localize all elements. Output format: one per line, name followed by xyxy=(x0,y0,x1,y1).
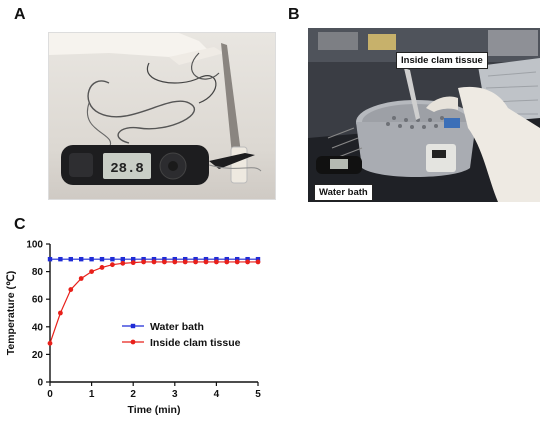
data-point-inside-clam-tissue xyxy=(47,340,53,346)
x-tick-label: 4 xyxy=(214,389,220,400)
data-point-water-bath xyxy=(255,256,261,262)
data-point-inside-clam-tissue xyxy=(224,259,230,265)
photo-thermometer: 28.8 xyxy=(48,32,276,200)
data-point-water-bath xyxy=(172,256,177,262)
x-tick-label: 3 xyxy=(172,389,178,400)
data-point-water-bath xyxy=(183,256,188,262)
y-tick-label: 20 xyxy=(32,350,44,361)
data-point-water-bath xyxy=(110,256,115,262)
y-tick-label: 100 xyxy=(26,240,43,251)
data-point-inside-clam-tissue xyxy=(120,260,126,266)
data-point-water-bath xyxy=(193,256,198,262)
x-tick-label: 1 xyxy=(89,389,95,400)
data-point-water-bath xyxy=(99,256,105,262)
legend-label-water-bath: Water bath xyxy=(150,321,204,333)
series-layer xyxy=(47,256,261,346)
data-point-inside-clam-tissue xyxy=(193,259,199,265)
legend-marker-water-bath xyxy=(130,323,136,329)
panel-label-b: B xyxy=(288,6,300,23)
data-point-water-bath xyxy=(214,256,219,262)
data-point-water-bath xyxy=(162,256,167,262)
data-point-water-bath xyxy=(120,256,125,262)
x-tick-label: 5 xyxy=(255,389,261,400)
y-axis-title: Temperature (℃) xyxy=(5,271,17,356)
data-point-inside-clam-tissue xyxy=(110,262,115,268)
y-tick-label: 80 xyxy=(32,267,44,278)
callout-inside-clam-tissue: Inside clam tissue xyxy=(396,52,488,69)
axes: 0 1 2 3 4 5 0 20 40 60 80 100 xyxy=(26,240,261,401)
photo-water-bath: Inside clam tissue Water bath xyxy=(308,28,540,202)
data-point-water-bath xyxy=(203,256,209,262)
data-point-inside-clam-tissue xyxy=(141,259,147,265)
data-point-water-bath xyxy=(131,256,136,262)
data-point-water-bath xyxy=(245,256,250,262)
legend-label-inside-clam-tissue: Inside clam tissue xyxy=(150,337,241,349)
temperature-chart: 0 1 2 3 4 5 0 20 40 60 80 100 Time (min) Temperatur… xyxy=(5,240,261,417)
data-point-inside-clam-tissue xyxy=(214,259,219,265)
data-point-inside-clam-tissue xyxy=(245,259,251,265)
data-point-inside-clam-tissue xyxy=(172,259,178,265)
y-tick-label: 40 xyxy=(32,322,44,333)
panel-label-c: C xyxy=(14,216,26,233)
x-tick-label: 0 xyxy=(47,389,53,400)
data-point-inside-clam-tissue xyxy=(162,259,167,265)
data-point-inside-clam-tissue xyxy=(89,269,94,274)
data-point-water-bath xyxy=(79,256,84,262)
data-point-water-bath xyxy=(68,256,73,262)
data-point-inside-clam-tissue xyxy=(234,259,240,265)
data-point-inside-clam-tissue xyxy=(68,287,74,292)
data-point-water-bath xyxy=(235,256,240,262)
data-point-inside-clam-tissue xyxy=(255,259,261,265)
legend: Water bath Inside clam tissue xyxy=(122,321,241,349)
callout-water-bath: Water bath xyxy=(314,184,373,201)
data-point-water-bath xyxy=(151,256,157,262)
y-tick-label: 60 xyxy=(32,295,44,306)
x-axis-title: Time (min) xyxy=(128,404,181,416)
y-tick-label: 0 xyxy=(37,378,43,389)
data-point-water-bath xyxy=(141,256,146,262)
thermometer-display: 28.8 xyxy=(110,161,144,177)
data-point-inside-clam-tissue xyxy=(182,259,188,265)
panel-label-a: A xyxy=(14,6,26,23)
data-point-inside-clam-tissue xyxy=(58,310,63,316)
data-point-inside-clam-tissue xyxy=(78,276,84,281)
data-point-inside-clam-tissue xyxy=(151,259,157,265)
data-point-water-bath xyxy=(224,256,229,262)
data-point-water-bath xyxy=(89,256,94,262)
data-point-water-bath xyxy=(47,256,53,262)
x-tick-label: 2 xyxy=(130,389,136,400)
data-point-inside-clam-tissue xyxy=(203,259,209,265)
data-point-inside-clam-tissue xyxy=(130,260,136,266)
data-point-inside-clam-tissue xyxy=(99,265,105,270)
legend-marker-inside-clam-tissue xyxy=(130,339,136,345)
data-point-water-bath xyxy=(58,256,63,262)
